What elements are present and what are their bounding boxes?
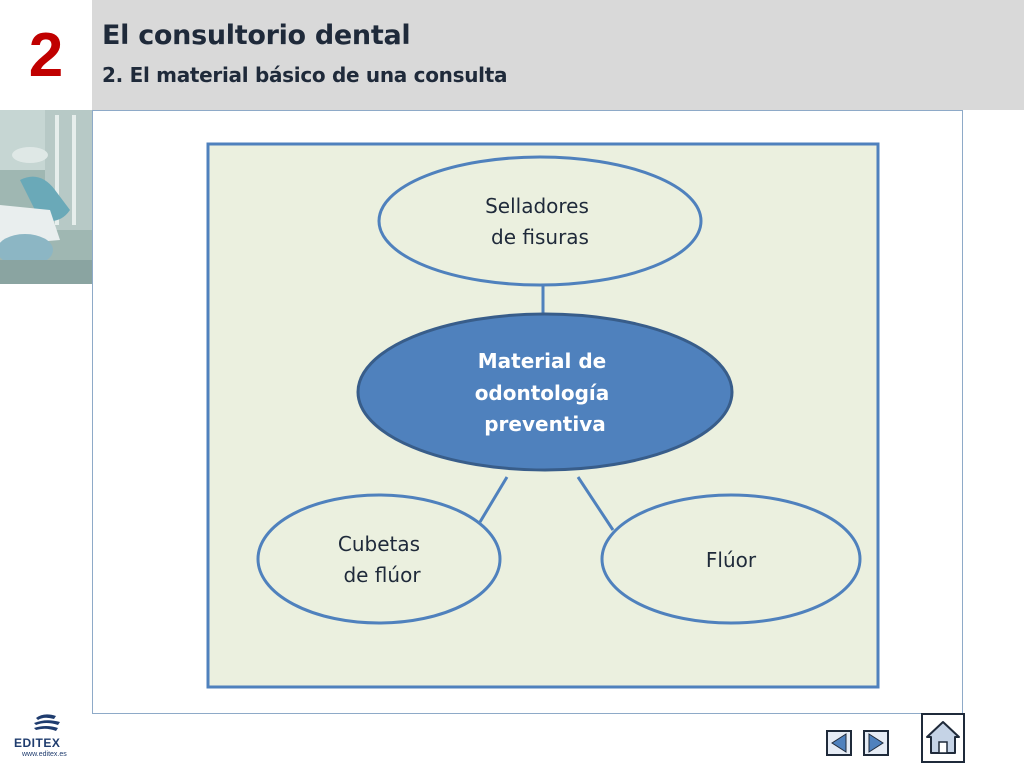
- node-top-line-1: Selladores: [485, 194, 589, 218]
- node-left: Cubetas de flúor: [256, 493, 502, 625]
- page-title: El consultorio dental: [102, 20, 411, 51]
- node-left-line-1: Cubetas: [338, 532, 420, 556]
- node-center-line-3: preventiva: [484, 412, 606, 436]
- home-icon: [921, 713, 965, 763]
- next-button[interactable]: [863, 730, 889, 756]
- node-left-line-2: de flúor: [343, 563, 421, 587]
- node-top-line-2: de fisuras: [491, 225, 589, 249]
- chapter-number: 2: [28, 20, 64, 90]
- content-frame: [92, 110, 963, 714]
- header-bar: El consultorio dental 2. El material bás…: [92, 0, 1024, 110]
- connector-left: [478, 476, 509, 523]
- node-right-line-1: Flúor: [706, 548, 757, 572]
- prev-button[interactable]: [826, 730, 852, 756]
- editex-logo-text: EDITEX: [14, 736, 61, 750]
- editex-logo: [14, 712, 78, 760]
- home-button[interactable]: [921, 713, 965, 763]
- editex-logo-mark: [34, 714, 60, 731]
- node-top: Selladores de fisuras: [377, 155, 703, 287]
- editex-logo-url: www.editex.es: [22, 751, 67, 758]
- triangle-right-icon: [863, 730, 889, 756]
- node-center: Material de odontología preventiva: [356, 312, 734, 472]
- dental-office-photo: [0, 110, 92, 284]
- page-subtitle: 2. El material básico de una consulta: [102, 63, 508, 87]
- connector-right: [576, 476, 615, 531]
- triangle-left-icon: [826, 730, 852, 756]
- node-center-line-1: Material de: [478, 349, 606, 373]
- node-right: Flúor: [600, 493, 862, 625]
- node-center-line-2: odontología: [475, 381, 610, 405]
